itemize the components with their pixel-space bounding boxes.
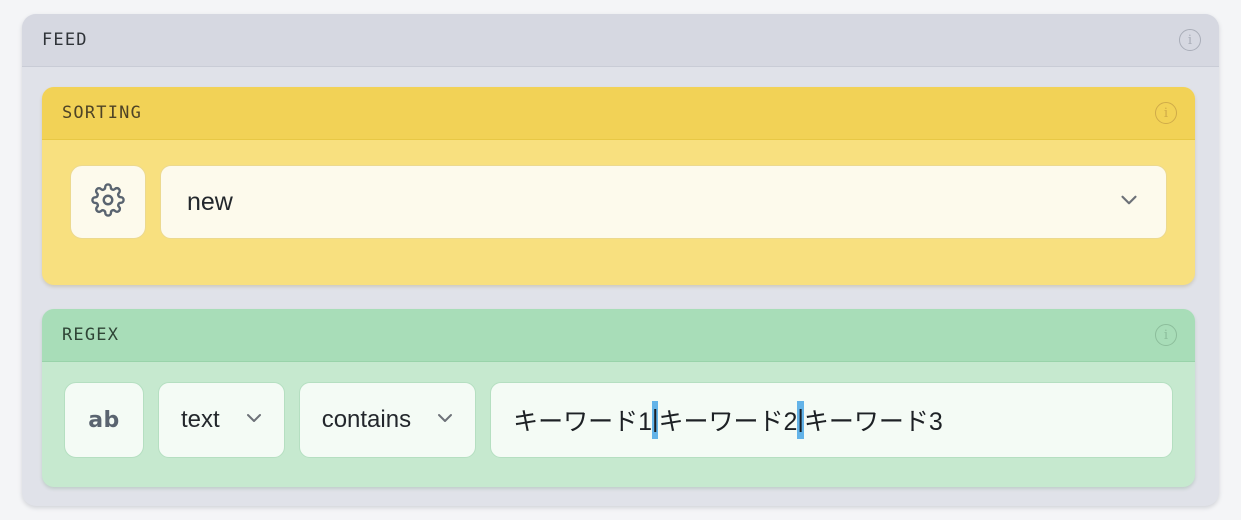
feed-card: FEED i SORTING i new — [22, 14, 1219, 506]
sorting-card-body: new — [42, 140, 1195, 264]
gear-icon — [91, 182, 125, 222]
sorting-select[interactable]: new — [160, 165, 1167, 239]
sorting-selected-value: new — [187, 187, 233, 216]
chevron-down-icon — [433, 406, 457, 435]
sorting-card-header: SORTING i — [42, 87, 1195, 140]
regex-separator-highlight: | — [797, 401, 804, 439]
page-title: FEED — [42, 30, 88, 50]
regex-operator-select[interactable]: contains — [298, 382, 477, 458]
regex-title: REGEX — [62, 325, 120, 345]
ab-icon: ab — [88, 407, 120, 433]
regex-card: REGEX i ab text contains — [42, 309, 1195, 487]
regex-pattern-input[interactable]: キーワード1|キーワード2|キーワード3 — [490, 382, 1173, 458]
chevron-down-icon — [1116, 187, 1142, 218]
feed-card-body: SORTING i new — [22, 67, 1219, 506]
info-icon[interactable]: i — [1179, 29, 1201, 51]
regex-pattern-part: キーワード1 — [513, 408, 652, 436]
sorting-card: SORTING i new — [42, 87, 1195, 285]
regex-field-select[interactable]: text — [158, 382, 285, 458]
sorting-title: SORTING — [62, 103, 143, 123]
regex-separator-highlight: | — [651, 401, 659, 439]
sorting-gear-button[interactable] — [70, 165, 146, 239]
regex-field-value: text — [181, 406, 220, 433]
chevron-down-icon — [242, 406, 266, 435]
regex-text-type-button[interactable]: ab — [64, 382, 144, 458]
regex-pattern-part: キーワード3 — [803, 408, 943, 436]
regex-card-body: ab text contains — [42, 362, 1195, 478]
info-icon[interactable]: i — [1155, 102, 1177, 124]
info-icon[interactable]: i — [1155, 324, 1177, 346]
regex-pattern-part: キーワード2 — [658, 408, 798, 436]
regex-operator-value: contains — [321, 406, 412, 433]
regex-card-header: REGEX i — [42, 309, 1195, 362]
feed-card-header: FEED i — [22, 14, 1219, 67]
